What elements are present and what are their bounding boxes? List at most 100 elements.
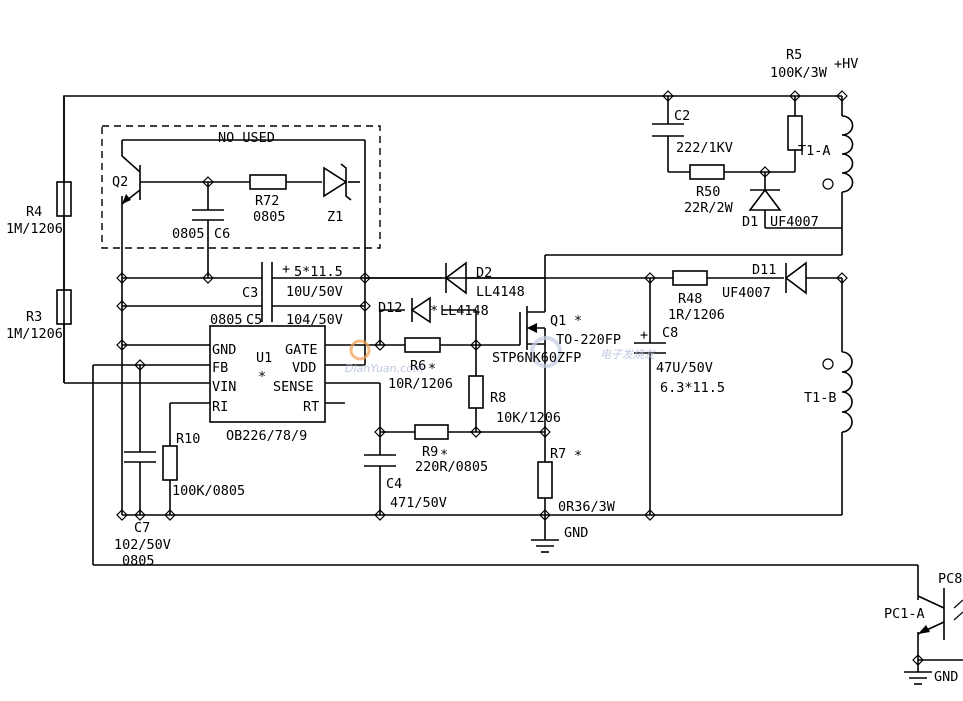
label-q1-name: Q1 bbox=[550, 313, 566, 329]
label-r4-value: 1M/1206 bbox=[6, 221, 63, 237]
label-d2-value: LL4148 bbox=[476, 284, 525, 300]
label-t1b: T1-B bbox=[804, 390, 837, 406]
junctions bbox=[116, 90, 924, 666]
resistor-r10 bbox=[162, 445, 178, 481]
label-c3-size: 5*11.5 bbox=[294, 264, 343, 280]
resistor-r48 bbox=[672, 270, 708, 286]
label-r3-value: 1M/1206 bbox=[6, 326, 63, 342]
label-c3-plus: + bbox=[282, 261, 290, 277]
label-r48-name: R48 bbox=[678, 291, 702, 307]
label-pin-gnd: GND bbox=[212, 342, 236, 358]
label-r7-name: R7 bbox=[550, 446, 566, 462]
label-c7-pkg: 0805 bbox=[122, 553, 155, 569]
label-r9-star: * bbox=[440, 447, 448, 463]
label-d2-name: D2 bbox=[476, 265, 492, 281]
ic-u1 bbox=[209, 325, 326, 423]
label-c7-value: 102/50V bbox=[114, 537, 171, 553]
label-pin-ri: RI bbox=[212, 399, 228, 415]
label-d1-value: UF4007 bbox=[770, 214, 819, 230]
label-c6-name: C6 bbox=[214, 226, 230, 242]
watermark-text: DianYuan.com bbox=[345, 362, 424, 375]
label-c5-name: C5 bbox=[246, 312, 262, 328]
label-r3-name: R3 bbox=[26, 309, 42, 325]
label-r9-value: 220R/0805 bbox=[415, 459, 488, 475]
label-c3-value: 10U/50V bbox=[286, 284, 343, 300]
label-u1-star: * bbox=[258, 369, 266, 385]
label-u1-part: OB226/78/9 bbox=[226, 428, 307, 444]
resistor-r72 bbox=[249, 174, 287, 190]
label-c6-pkg: 0805 bbox=[172, 226, 205, 242]
label-c5-value: 104/50V bbox=[286, 312, 343, 328]
label-gnd: GND bbox=[564, 525, 588, 541]
label-d1-name: D1 bbox=[742, 214, 758, 230]
label-c8-size: 6.3*11.5 bbox=[660, 380, 725, 396]
watermark-text-cn: 电子发烧友 bbox=[600, 348, 657, 361]
label-r10-name: R10 bbox=[176, 431, 200, 447]
diode-d1 bbox=[748, 188, 782, 211]
resistor-r7 bbox=[537, 461, 553, 499]
label-q2: Q2 bbox=[112, 174, 128, 190]
label-r6-value: 10R/1206 bbox=[388, 376, 453, 392]
diodes bbox=[323, 163, 807, 324]
zener-z1 bbox=[323, 166, 348, 198]
label-r8-name: R8 bbox=[490, 390, 506, 406]
label-r5-value: 100K/3W bbox=[770, 65, 828, 81]
label-z1: Z1 bbox=[327, 209, 343, 225]
label-d12-name: D12 bbox=[378, 300, 402, 316]
label-r5-name: R5 bbox=[786, 47, 802, 63]
label-pin-gate: GATE bbox=[285, 342, 318, 358]
resistor-r9 bbox=[414, 424, 449, 440]
resistor-r5 bbox=[787, 115, 803, 151]
label-c4-name: C4 bbox=[386, 476, 402, 492]
label-c3-name: C3 bbox=[242, 285, 258, 301]
ground-symbols bbox=[531, 539, 932, 685]
diode-d2 bbox=[444, 261, 467, 295]
label-d11-name: D11 bbox=[752, 262, 776, 278]
label-r7-star: * bbox=[574, 448, 582, 464]
label-r72-name: R72 bbox=[255, 193, 279, 209]
label-r8-value: 10K/1206 bbox=[496, 410, 561, 426]
label-r50-value: 22R/2W bbox=[684, 200, 734, 216]
label-c7-name: C7 bbox=[134, 520, 150, 536]
label-r6-star: * bbox=[428, 361, 436, 377]
winding-dot-t1a bbox=[822, 178, 834, 190]
label-r50-name: R50 bbox=[696, 184, 720, 200]
label-t1a: T1-A bbox=[798, 143, 831, 159]
label-u1-name: U1 bbox=[256, 350, 272, 366]
label-q1-pkg: TO-220FP bbox=[556, 332, 621, 348]
label-c5-pkg: 0805 bbox=[210, 312, 243, 328]
label-hv: +HV bbox=[834, 56, 858, 72]
diode-d12 bbox=[410, 296, 431, 324]
watermark: DianYuan.com 电子发烧友 bbox=[345, 336, 657, 375]
label-pin-rt: RT bbox=[303, 399, 319, 415]
label-pc8: PC8 bbox=[938, 571, 962, 587]
resistors bbox=[56, 115, 803, 499]
labels: R5 100K/3W +HV C2 222/1KV T1-A R50 22R/2… bbox=[6, 47, 962, 685]
label-r7-value: 0R36/3W bbox=[558, 499, 616, 515]
transistors bbox=[121, 140, 963, 640]
resistor-r6 bbox=[404, 337, 441, 353]
label-r48-value: 1R/1206 bbox=[668, 307, 725, 323]
wires bbox=[63, 95, 963, 672]
label-d12-star: * bbox=[430, 303, 438, 319]
winding-t1a bbox=[841, 115, 854, 193]
label-d12-value: LL4148 bbox=[440, 303, 489, 319]
label-r6-name: R6 bbox=[410, 358, 426, 374]
label-c2-name: C2 bbox=[674, 108, 690, 124]
winding-t1b bbox=[841, 351, 853, 433]
label-pin-vin: VIN bbox=[212, 379, 236, 395]
windings bbox=[822, 115, 854, 433]
label-q1-part: STP6NK60ZFP bbox=[492, 350, 581, 366]
winding-dot-t1b bbox=[822, 358, 834, 370]
label-pin-fb: FB bbox=[212, 360, 228, 376]
label-c8-plus: + bbox=[640, 327, 648, 343]
resistor-r8 bbox=[468, 375, 484, 409]
capacitors bbox=[124, 123, 684, 467]
label-c2-value: 222/1KV bbox=[676, 140, 733, 156]
label-c8-value: 47U/50V bbox=[656, 360, 713, 376]
label-pin-sense: SENSE bbox=[273, 379, 314, 395]
label-gnd-2: GND bbox=[934, 669, 958, 685]
label-c8-name: C8 bbox=[662, 325, 678, 341]
label-r10-value: 100K/0805 bbox=[172, 483, 245, 499]
